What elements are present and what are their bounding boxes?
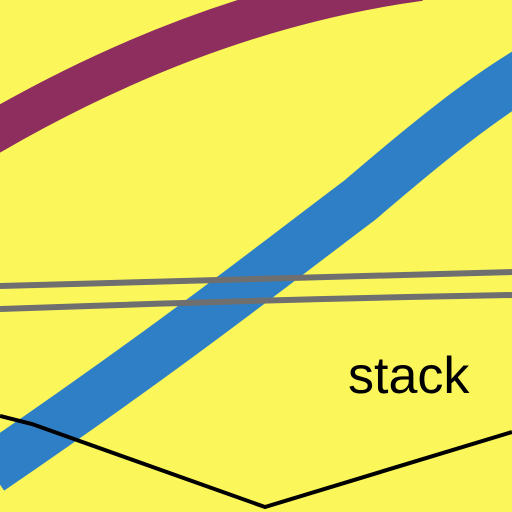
stack-label: stack <box>348 347 470 405</box>
grey-line-upper <box>0 269 512 289</box>
black-outline <box>0 414 512 510</box>
blue-band <box>0 51 512 491</box>
grey-line-lower <box>0 292 512 312</box>
purple-arc <box>0 0 423 153</box>
